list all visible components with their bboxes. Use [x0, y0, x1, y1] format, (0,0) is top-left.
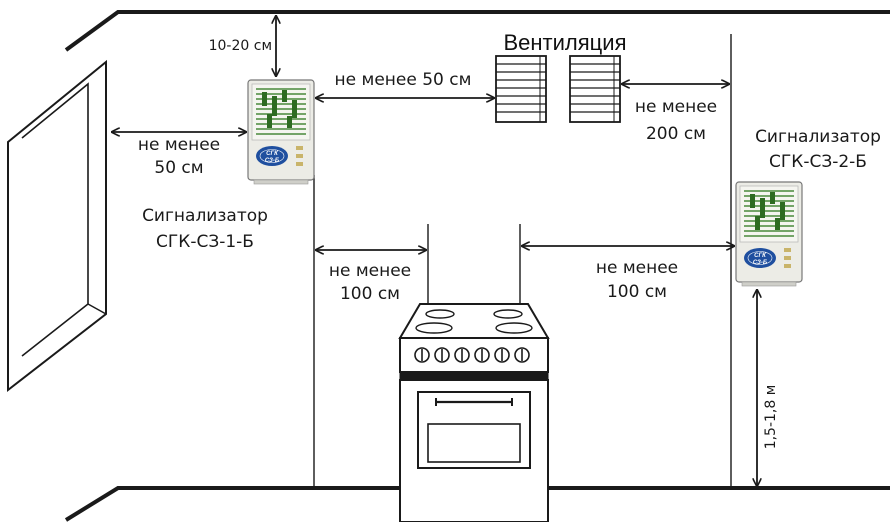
ventilation-title: Вентиляция: [503, 30, 627, 55]
vent-grille-left: [495, 55, 547, 123]
vent-to-wall-label-line2: 200 см: [645, 124, 707, 144]
detector-to-vent-label: не менее 50 см: [334, 70, 472, 90]
floor-line: [64, 486, 890, 522]
stove-left-label-line1: не менее: [328, 261, 412, 281]
window-gap-label-line1: не менее: [137, 135, 221, 155]
stove-right-label-line2: 100 см: [606, 282, 668, 302]
stove-left-label-line2: 100 см: [339, 284, 401, 304]
vent-grille-right: [569, 55, 621, 123]
stove-right-label-line1: не менее: [595, 258, 679, 278]
floor-height-label: 1,5-1,8 м: [763, 384, 779, 450]
detector-2-name-line2: СГК-СЗ-2-Б: [769, 152, 867, 172]
ceiling-line: [64, 10, 890, 52]
detector-2-name-line1: Сигнализатор: [755, 127, 881, 147]
detector-1-name-line1: Сигнализатор: [142, 206, 268, 226]
detector-2-logo-brand: СГК: [754, 253, 767, 259]
detector-2-logo-model: СЗ-Б: [753, 260, 768, 266]
stove: [398, 224, 550, 522]
vent-to-wall-label-line1: не менее: [634, 97, 718, 117]
detector-2: [735, 181, 803, 287]
detector-1-logo-model: СЗ-Б: [265, 158, 280, 164]
stove-knobs: [414, 347, 530, 363]
ceiling-gap-label: 10-20 см: [208, 38, 272, 54]
window-gap-label-line2: 50 см: [154, 158, 204, 178]
detector-1-logo-brand: СГК: [266, 151, 279, 157]
window: [7, 59, 107, 393]
detector-1: [247, 79, 315, 185]
detector-1-name-line2: СГК-СЗ-1-Б: [156, 232, 254, 252]
